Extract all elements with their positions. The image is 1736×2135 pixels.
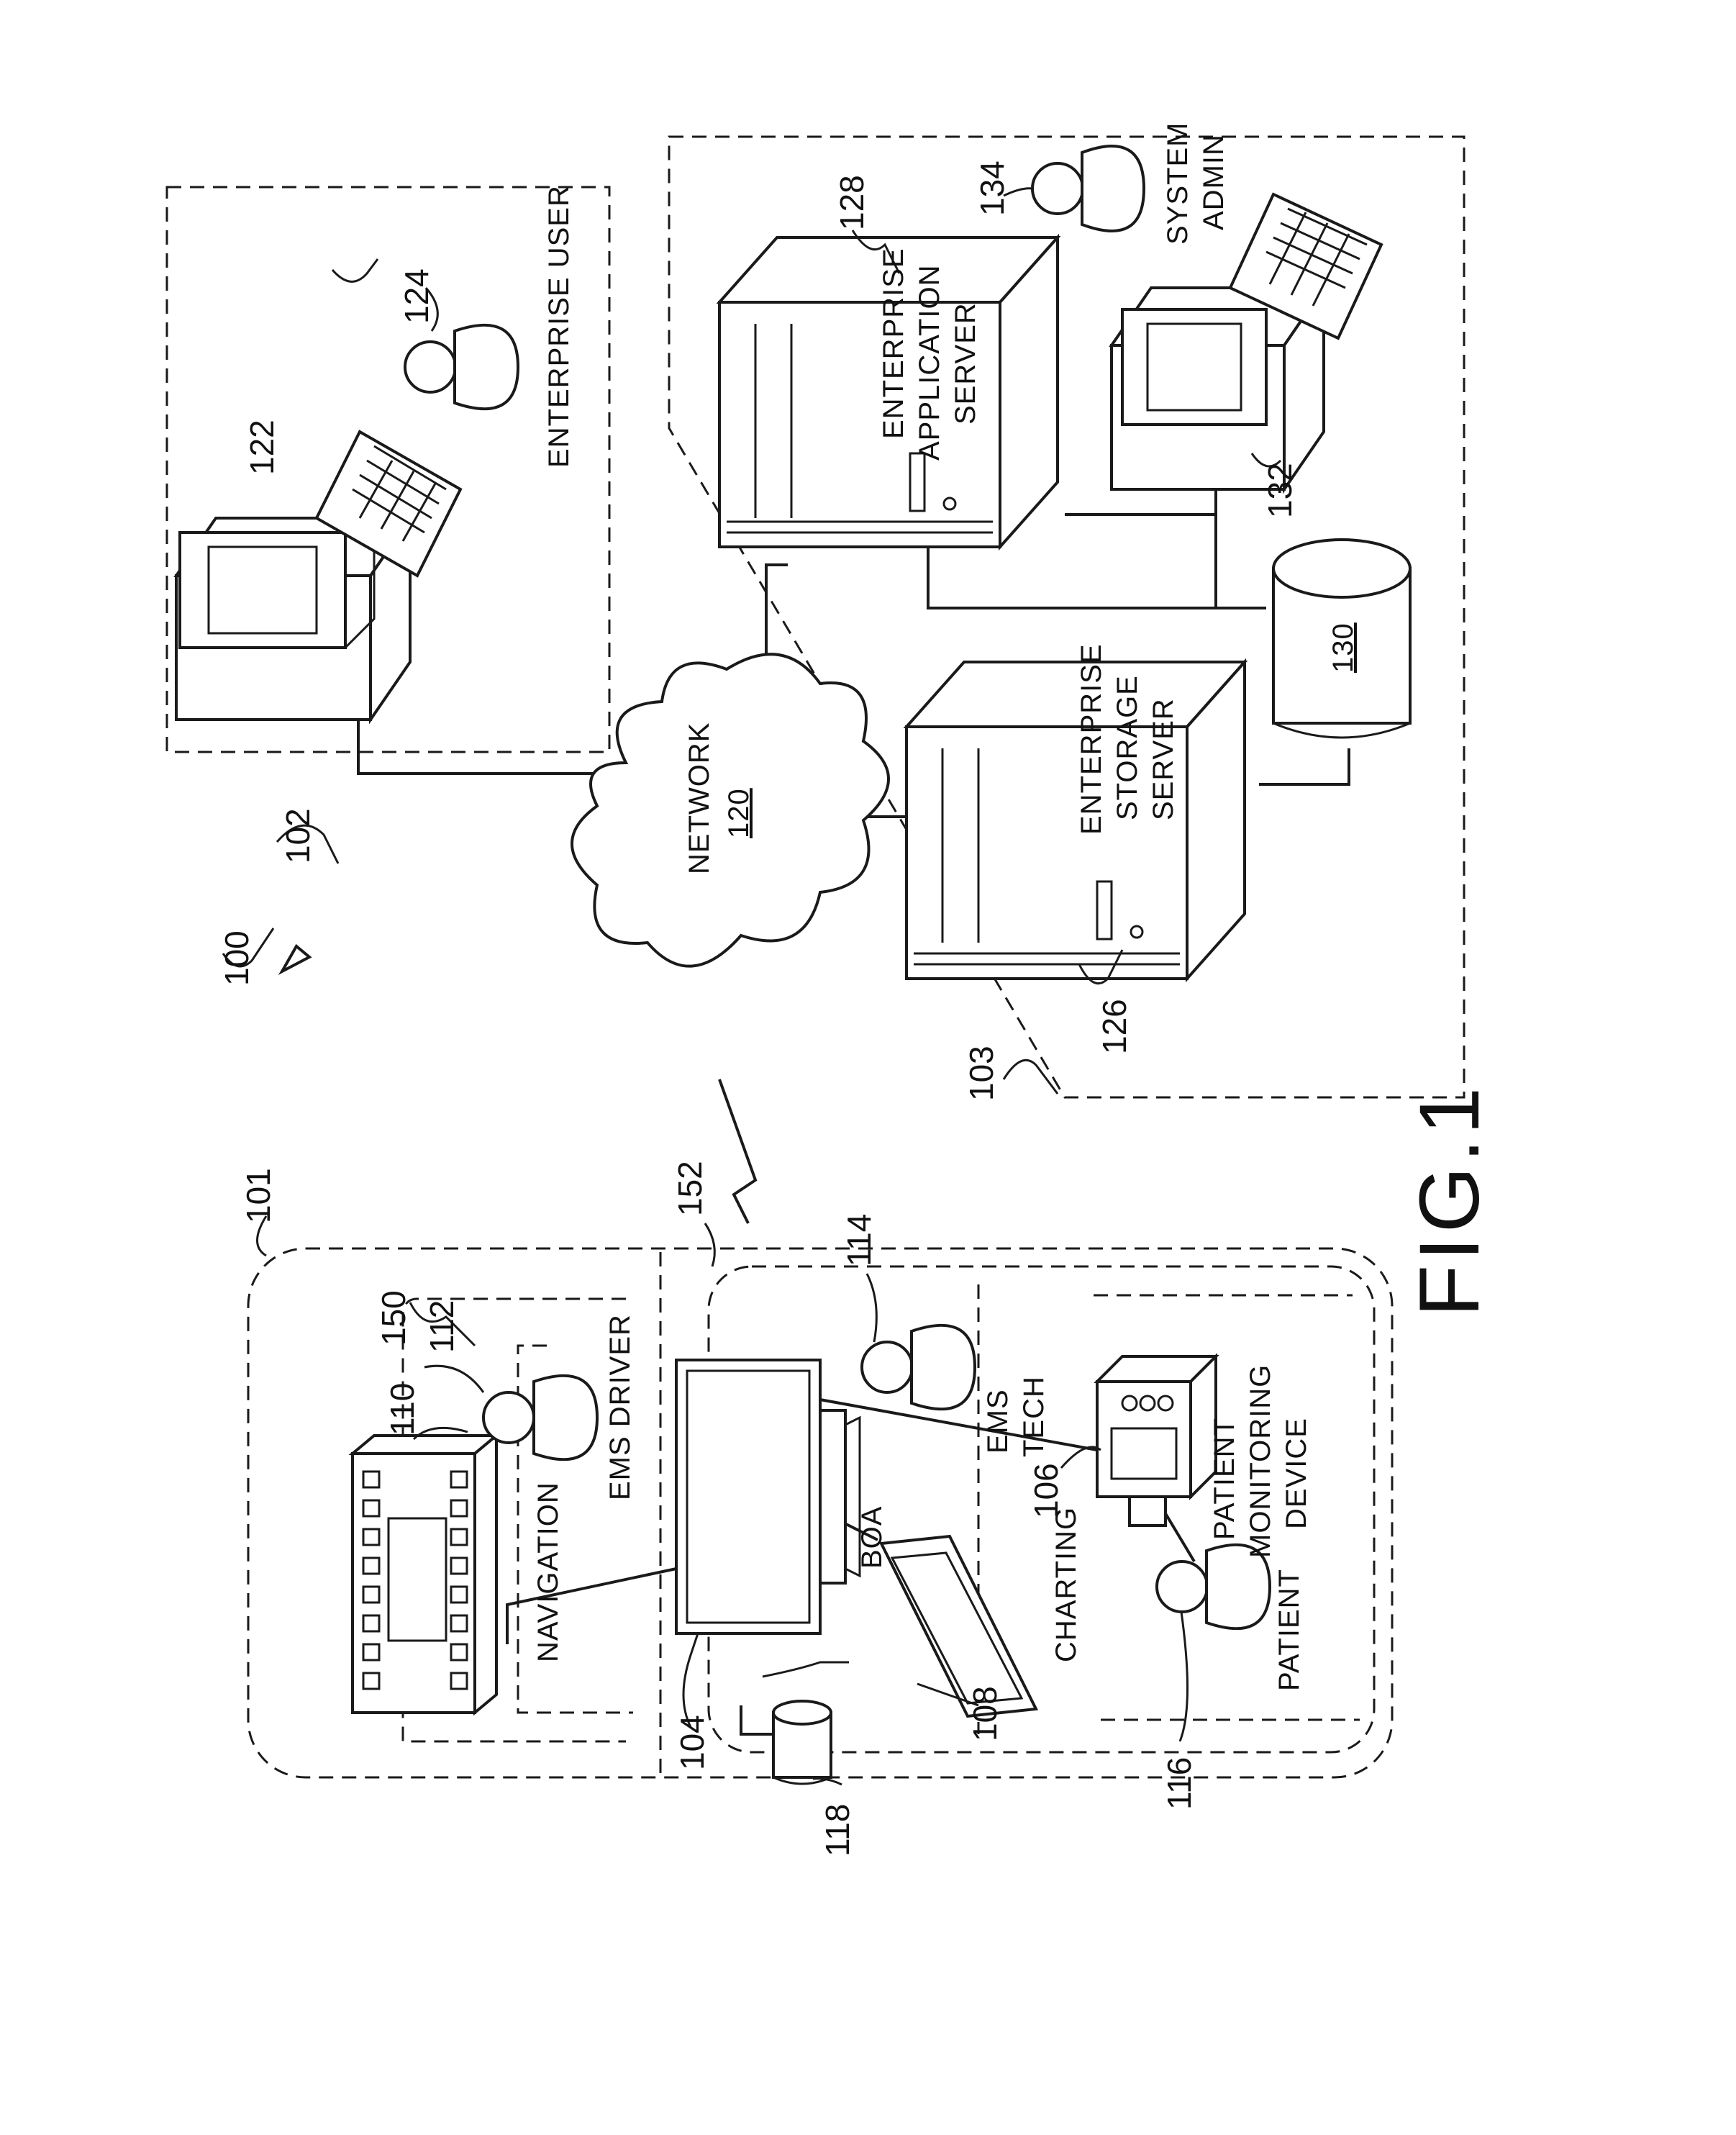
ems-driver-figure bbox=[483, 1376, 597, 1459]
ref-134: 134 bbox=[973, 160, 1011, 216]
app-server-label-3: SERVER bbox=[950, 302, 981, 425]
charting-tablet bbox=[881, 1536, 1036, 1716]
ref-110: 110 bbox=[383, 1383, 421, 1436]
ref-150: 150 bbox=[375, 1290, 412, 1346]
patient-monitor-label-1: PATIENT bbox=[1209, 1418, 1240, 1540]
ref-128: 128 bbox=[833, 175, 871, 230]
connection-lines bbox=[358, 468, 1349, 1734]
ems-tech-label-2: TECH bbox=[1018, 1376, 1050, 1457]
boa-label: BOA bbox=[856, 1506, 888, 1569]
enterprise-computer bbox=[176, 432, 460, 720]
ref-132: 132 bbox=[1261, 463, 1299, 518]
patient-label: PATIENT bbox=[1273, 1569, 1305, 1691]
storage-server-label-3: SERVER bbox=[1148, 698, 1179, 820]
ref-100: 100 bbox=[218, 930, 255, 986]
ref-126: 126 bbox=[1096, 999, 1133, 1054]
patient-monitor-label-2: MONITORING bbox=[1245, 1364, 1276, 1558]
navigation-device bbox=[353, 1436, 496, 1713]
ref-112: 112 bbox=[423, 1300, 460, 1353]
ref-122: 122 bbox=[243, 420, 281, 475]
system-admin-figure bbox=[1032, 146, 1144, 231]
enterprise-user-figure bbox=[405, 325, 518, 409]
navigation-label: NAVIGATION bbox=[532, 1482, 564, 1662]
app-server-label-2: APPLICATION bbox=[914, 264, 945, 461]
ref-104: 104 bbox=[673, 1715, 711, 1770]
database-118 bbox=[773, 1701, 831, 1784]
storage-server-label-2: STORAGE bbox=[1112, 675, 1143, 820]
patient-monitor-label-3: DEVICE bbox=[1281, 1418, 1312, 1529]
fig-caption: FIG.1 bbox=[1402, 1083, 1497, 1317]
ref-106: 106 bbox=[1027, 1463, 1065, 1518]
enterprise-user-label: ENTERPRISE USER bbox=[543, 185, 575, 468]
ref-130: 130 bbox=[1327, 622, 1359, 673]
system-admin-label-2: ADMIN bbox=[1198, 134, 1230, 230]
ems-driver-label: EMS DRIVER bbox=[604, 1314, 636, 1500]
ref-114: 114 bbox=[840, 1214, 878, 1266]
ems-tech-label-1: EMS bbox=[982, 1389, 1014, 1454]
network-ref: 120 bbox=[723, 788, 755, 838]
patient-monitoring-device bbox=[1097, 1356, 1216, 1526]
ref-116: 116 bbox=[1160, 1757, 1198, 1810]
ref-103: 103 bbox=[963, 1046, 1000, 1101]
network-label: NETWORK bbox=[683, 722, 715, 874]
ref-118: 118 bbox=[819, 1804, 856, 1857]
ems-tech-figure bbox=[862, 1325, 975, 1409]
ref-101: 101 bbox=[240, 1168, 277, 1223]
ref-152: 152 bbox=[671, 1161, 709, 1216]
ref-108: 108 bbox=[966, 1686, 1004, 1741]
storage-server-label-1: ENTERPRISE bbox=[1076, 643, 1107, 835]
ref-102: 102 bbox=[279, 808, 317, 863]
system-admin-label-1: SYSTEM bbox=[1162, 122, 1194, 245]
ref-124: 124 bbox=[398, 268, 435, 324]
charting-label: CHARTING bbox=[1050, 1507, 1082, 1662]
app-server-label-1: ENTERPRISE bbox=[878, 248, 909, 439]
admin-computer bbox=[1112, 194, 1381, 489]
